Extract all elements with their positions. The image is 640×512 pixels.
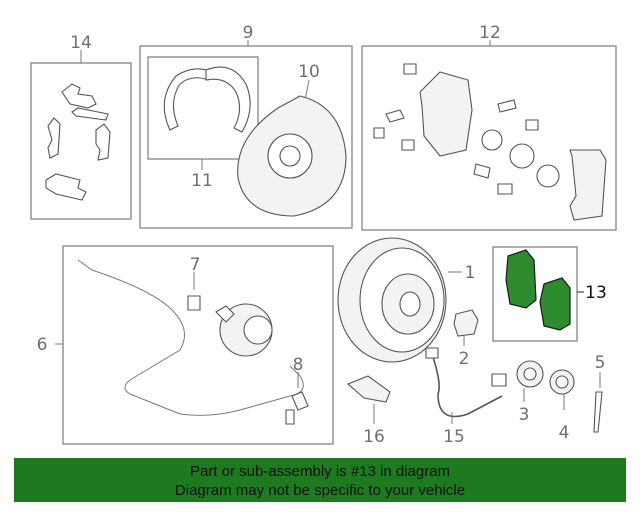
callout-6: 6 [37,335,48,355]
callout-15: 15 [443,427,465,447]
part-2-cap [453,309,479,346]
callout-10: 10 [298,62,320,82]
callout-3: 3 [519,405,530,425]
part-15-brake-hose [425,347,507,424]
banner-line-1: Part or sub-assembly is #13 in diagram [189,463,451,480]
part-3-nut [516,360,544,402]
part-5-cotter-pin [593,372,603,433]
part-4-seal [549,369,575,410]
diagram-svg: 14 9 10 11 12 7 6 8 1 2 13 5 3 4 16 15 [30,23,617,447]
callout-2: 2 [459,349,470,369]
group-12-caliper-assembly [361,40,617,231]
callout-4: 4 [559,423,570,443]
callout-8: 8 [293,355,304,375]
callout-1: 1 [465,263,476,283]
part-13-brake-pads [492,246,584,342]
notice-banner: Part or sub-assembly is #13 in diagram D… [14,458,626,502]
group-9-parking-brake [139,40,353,229]
callout-13: 13 [585,283,607,303]
group-6-hub-and-sensor [55,245,334,445]
callout-16: 16 [363,427,385,447]
callout-12: 12 [479,23,501,43]
callout-7: 7 [190,255,201,275]
callout-11: 11 [191,171,213,191]
banner-line-2: Diagram may not be specific to your vehi… [174,482,466,499]
part-16-clip [346,375,391,424]
callout-9: 9 [243,23,254,43]
part-1-rotor [337,237,462,363]
callout-14: 14 [70,33,92,53]
group-14-hardware-kit [30,50,132,220]
callout-5: 5 [595,353,606,373]
